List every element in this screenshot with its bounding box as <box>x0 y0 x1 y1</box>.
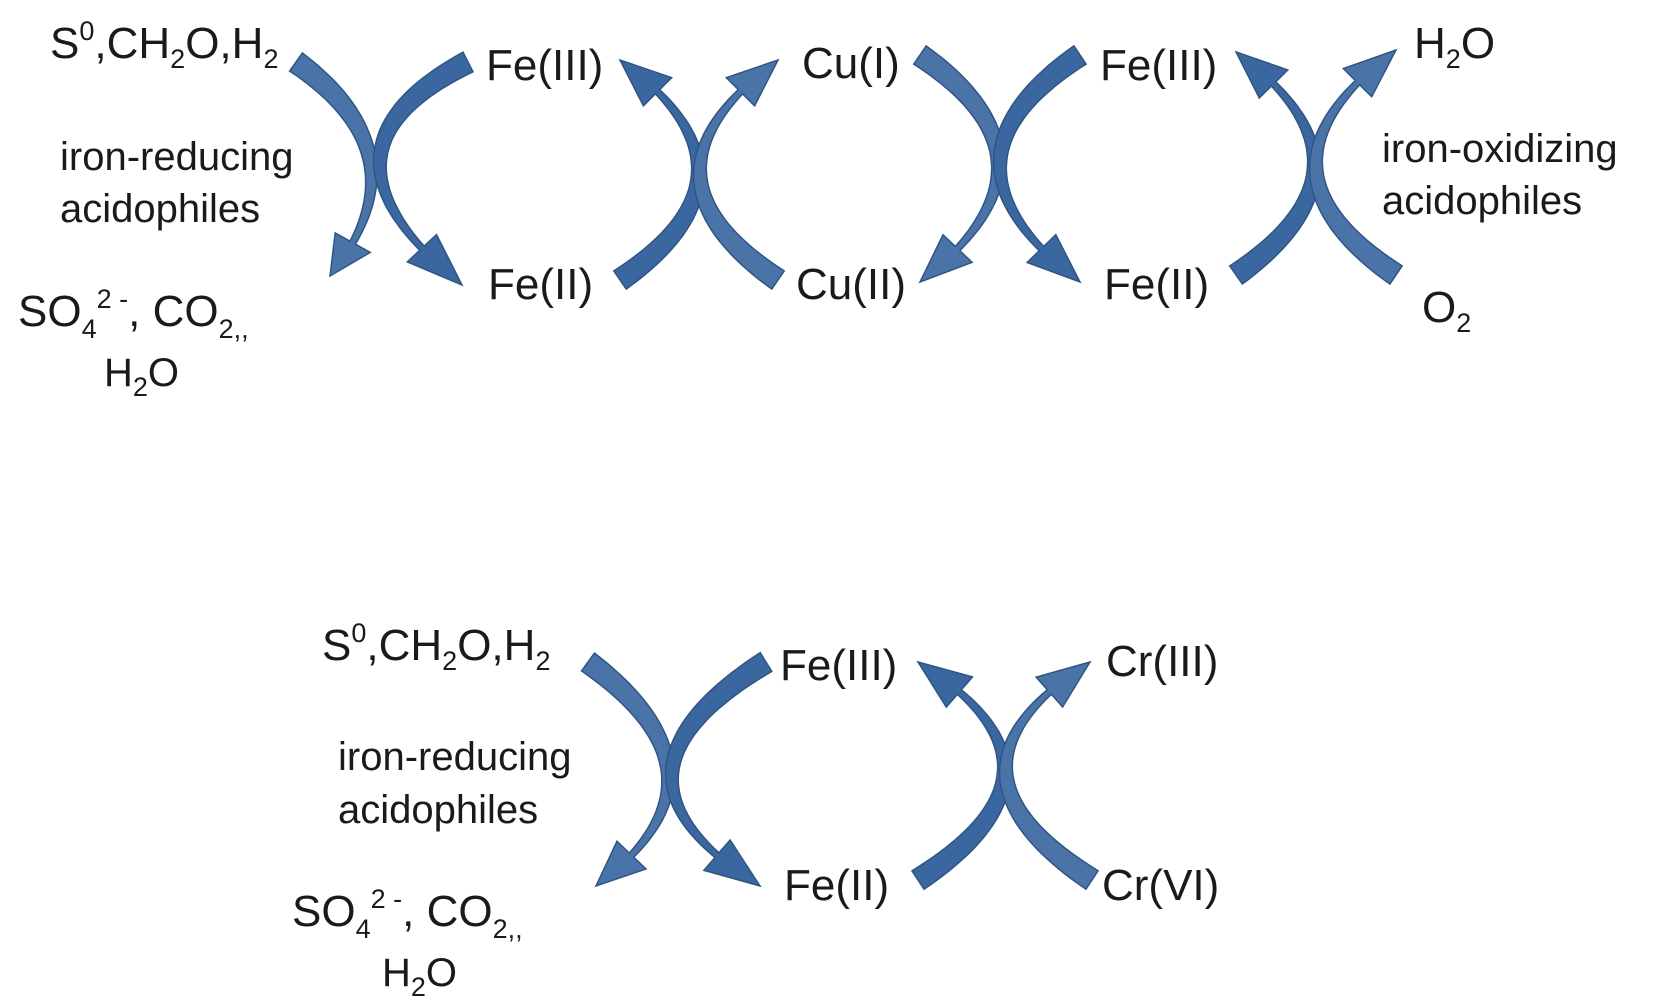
arc-bottom-substrate-to-products <box>580 652 676 888</box>
bottom-redox-chain: S0,CH2O,H2 iron-reducing acidophiles SO4… <box>292 618 1219 1002</box>
arc-feiii-to-feii-second <box>992 44 1088 284</box>
curved-arrow-shape <box>612 58 706 291</box>
top-iron-reduction-cross <box>288 51 475 287</box>
top-redox-chain: S0,CH2O,H2 iron-reducing acidophiles SO4… <box>18 16 1618 402</box>
bottom-products-line2: H2O <box>382 951 457 1002</box>
arc-crvi-to-criii <box>998 660 1100 891</box>
bottom-fe-cr-cross <box>910 660 1100 891</box>
arc-bottom-feii-to-feiii <box>910 660 1012 891</box>
bottom-fe2: Fe(II) <box>784 861 889 910</box>
arc-cuii-to-cui <box>692 58 786 291</box>
top-oxidizers-label-line1: iron-oxidizing <box>1382 127 1618 171</box>
bottom-cr3: Cr(III) <box>1106 637 1218 686</box>
curved-arrow-shape <box>910 660 1012 891</box>
bottom-cr6: Cr(VI) <box>1102 861 1219 910</box>
top-substrates: S0,CH2O,H2 <box>50 16 278 74</box>
arc-feii-to-feiii <box>612 58 706 291</box>
curved-arrow-shape <box>692 58 786 291</box>
arc-reducer-substrate-to-products <box>288 51 378 278</box>
top-oxygen: O2 <box>1422 283 1471 338</box>
curved-arrow-shape <box>1308 48 1404 286</box>
top-water: H2O <box>1414 19 1495 74</box>
curved-arrow-shape <box>664 651 773 888</box>
top-cu2: Cu(II) <box>796 260 906 309</box>
top-fe2-second: Fe(II) <box>1104 260 1209 309</box>
curved-arrow-shape <box>580 652 676 888</box>
top-fe2-first: Fe(II) <box>488 260 593 309</box>
top-fe3-first: Fe(III) <box>486 41 603 90</box>
bottom-reducers-label-line1: iron-reducing <box>338 735 571 779</box>
top-iron-oxidation-cross <box>1228 48 1404 286</box>
top-cu1: Cu(I) <box>802 39 900 88</box>
arc-feii-to-feiii-oxidation <box>1228 50 1322 286</box>
curved-arrow-shape <box>1228 50 1322 286</box>
curved-arrow-shape <box>372 51 475 287</box>
top-fe-cu-cross <box>612 58 786 291</box>
arc-cui-to-cuii <box>912 44 1006 284</box>
curved-arrow-shape <box>912 44 1006 284</box>
bottom-iron-reduction-cross <box>580 651 773 888</box>
bottom-fe3: Fe(III) <box>780 641 897 690</box>
bottom-substrates: S0,CH2O,H2 <box>322 618 550 676</box>
bottom-products-line1: SO42 -, CO2,, <box>292 884 523 944</box>
arc-o2-to-h2o <box>1308 48 1404 286</box>
top-reducers-label-line2: acidophiles <box>60 187 260 231</box>
top-fe3-second: Fe(III) <box>1100 41 1217 90</box>
top-products-line1: SO42 -, CO2,, <box>18 284 249 344</box>
arc-feiii-to-feii <box>372 51 475 287</box>
top-cu-fe-cross <box>912 44 1088 284</box>
curved-arrow-shape <box>998 660 1100 891</box>
curved-arrow-shape <box>288 51 378 278</box>
arc-bottom-feiii-to-feii <box>664 651 773 888</box>
top-oxidizers-label-line2: acidophiles <box>1382 179 1582 223</box>
top-reducers-label-line1: iron-reducing <box>60 135 293 179</box>
curved-arrow-shape <box>992 44 1088 284</box>
bottom-reducers-label-line2: acidophiles <box>338 788 538 832</box>
top-products-line2: H2O <box>104 351 179 402</box>
